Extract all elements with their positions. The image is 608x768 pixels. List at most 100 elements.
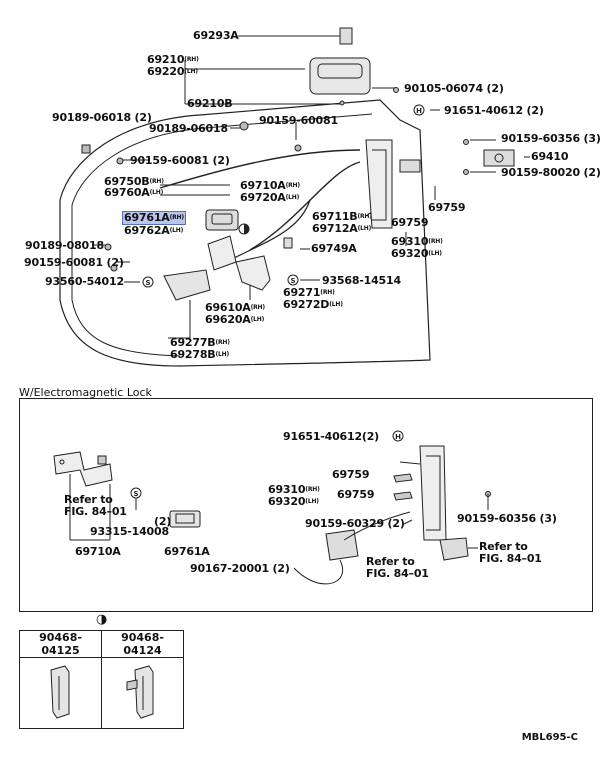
- sec-label-69710A: 69710A: [75, 545, 121, 558]
- wire-harness: [293, 559, 344, 585]
- label-69610A-sfx: (RH): [250, 304, 266, 311]
- section-bracket-shape: [53, 451, 113, 487]
- label-69711B: 69711B(RH): [312, 211, 372, 223]
- label-69220-sfx: (LH): [184, 68, 198, 75]
- section-title: W/Electromagnetic Lock: [19, 386, 152, 399]
- inside-handle-shape: [205, 209, 239, 231]
- electromagnetic-lock-section: [19, 398, 593, 612]
- table-symbol: ◑: [96, 612, 108, 627]
- label-69610A-num: 69610A: [205, 301, 251, 314]
- label-69712A: 69712A(LH): [312, 223, 371, 235]
- label-69759-b: 69759: [428, 201, 466, 214]
- label-69278B: 69278B(LH): [170, 349, 229, 361]
- door-panel-outline: [59, 99, 431, 367]
- sec-label-69320-sfx: (LH): [305, 498, 319, 505]
- label-69310-num: 69310: [391, 235, 429, 248]
- sec-refer-1a: Refer to: [64, 493, 113, 506]
- label-69610A: 69610A(RH): [205, 302, 265, 314]
- symbol-markers: [130, 104, 425, 499]
- label-69720A-sfx: (LH): [285, 194, 300, 201]
- label-69210-num: 69210: [147, 53, 185, 66]
- label-69620A-num: 69620A: [205, 313, 251, 326]
- lock-knob-shape: [163, 269, 211, 301]
- label-69220-num: 69220: [147, 65, 185, 78]
- sec-label-69310-num: 69310: [268, 483, 306, 496]
- label-69620A-sfx: (LH): [250, 316, 265, 323]
- label-69750B-num: 69750B: [104, 175, 150, 188]
- label-69761A-highlighted[interactable]: 69761A(RH): [122, 211, 186, 225]
- label-69762A-sfx: (LH): [169, 227, 184, 234]
- sec-label-69310-sfx: (RH): [305, 486, 320, 493]
- figure-code: MBL695-C: [521, 732, 578, 743]
- sec-refer-2a: Refer to: [479, 540, 528, 553]
- label-69271-sfx: (RH): [320, 289, 335, 296]
- ref-col-1: 90468-04125: [19, 630, 102, 658]
- label-69760A-sfx: (LH): [149, 189, 164, 196]
- label-90159-60081-top: 90159-60081: [259, 114, 338, 127]
- label-69712A-sfx: (LH): [357, 225, 372, 232]
- label-69761A-num: 69761A: [124, 211, 170, 224]
- label-69320-sfx: (LH): [428, 250, 442, 257]
- label-69762A-num: 69762A: [124, 224, 170, 237]
- sec-label-91651-40612: 91651-40612(2): [283, 430, 380, 443]
- label-69710A-sfx: (RH): [285, 182, 301, 189]
- sec-refer-2b: FIG. 84–01: [479, 552, 542, 565]
- label-90105-06074: 90105-06074 (2): [404, 82, 504, 95]
- label-93568-14514: 93568-14514: [322, 274, 401, 287]
- label-90189-06018: 90189-06018: [149, 122, 228, 135]
- label-69272D-num: 69272D: [283, 298, 330, 311]
- sec-label-69761A: 69761A: [164, 545, 210, 558]
- label-69760A: 69760A(LH): [104, 187, 163, 199]
- label-90189-08018: 90189-08018: [25, 239, 104, 252]
- label-69210B: 69210B: [187, 97, 233, 110]
- label-69277B-sfx: (RH): [215, 339, 230, 346]
- sec-refer-3a: Refer to: [366, 555, 415, 568]
- label-69410: 69410: [531, 150, 569, 163]
- link-shape: [235, 255, 271, 291]
- symbol-s-1: S: [145, 279, 150, 287]
- label-90159-60356: 90159-60356 (3): [501, 132, 601, 145]
- label-69711B-sfx: (RH): [357, 213, 372, 220]
- label-69220: 69220(LH): [147, 66, 198, 78]
- symbol-h-2: H: [395, 433, 401, 441]
- label-69750B: 69750B(RH): [104, 176, 164, 188]
- sec-label-69320-num: 69320: [268, 495, 306, 508]
- reference-table: 90468-04125 90468-04124: [19, 630, 184, 729]
- label-69720A: 69720A(LH): [240, 192, 299, 204]
- label-69749A: 69749A: [311, 242, 357, 255]
- label-69711B-num: 69711B: [312, 210, 358, 223]
- sec-refer-3b: FIG. 84–01: [366, 567, 429, 580]
- sec-label-90167-20001: 90167-20001 (2): [190, 562, 290, 575]
- label-69210: 69210(RH): [147, 54, 199, 66]
- label-69210-sfx: (RH): [184, 56, 199, 63]
- striker-shape: [483, 149, 515, 167]
- label-90159-60081-left: 90159-60081 (2): [24, 256, 124, 269]
- label-69710A: 69710A(RH): [240, 180, 300, 192]
- solenoid-actuator-2: [439, 537, 469, 561]
- sec-label-90159-60356: 90159-60356 (3): [457, 512, 557, 525]
- label-69278B-num: 69278B: [170, 348, 216, 361]
- label-69271: 69271(RH): [283, 287, 335, 299]
- label-69320-num: 69320: [391, 247, 429, 260]
- sec-refer-1b: FIG. 84–01: [64, 505, 127, 518]
- label-69277B-num: 69277B: [170, 336, 216, 349]
- ref-part-1-cell: [19, 657, 102, 729]
- label-90159-60081-2: 90159-60081 (2): [130, 154, 230, 167]
- label-69278B-sfx: (LH): [215, 351, 229, 358]
- ref-part-2-cell: [101, 657, 184, 729]
- label-69762A: 69762A(LH): [124, 225, 183, 237]
- label-69320: 69320(LH): [391, 248, 442, 260]
- solenoid-actuator-1: [325, 529, 359, 561]
- label-69710A-num: 69710A: [240, 179, 286, 192]
- label-69272D-sfx: (LH): [329, 301, 343, 308]
- label-69620A: 69620A(LH): [205, 314, 264, 326]
- outside-handle-shape: [309, 57, 371, 95]
- label-91651-40612: 91651-40612 (2): [444, 104, 544, 117]
- control-bracket-shape: [207, 235, 237, 271]
- label-69310-sfx: (RH): [428, 238, 443, 245]
- label-69272D: 69272D(LH): [283, 299, 343, 311]
- label-69293A: 69293A: [193, 29, 239, 42]
- ref-col-2: 90468-04124: [101, 630, 184, 658]
